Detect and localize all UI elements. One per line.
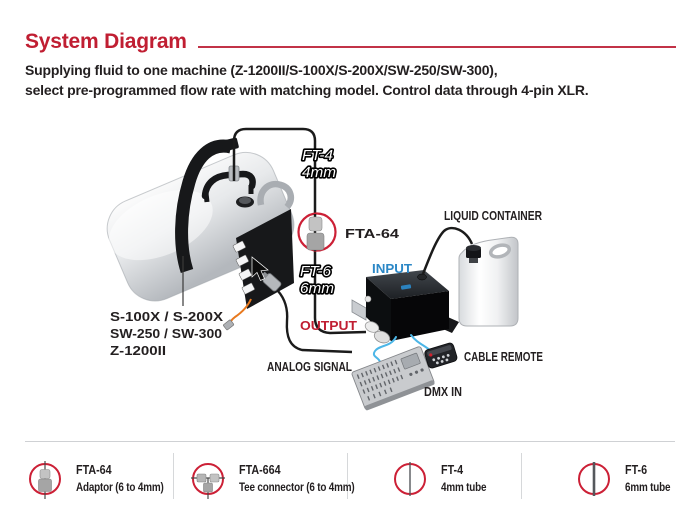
tube-6mm-icon	[578, 462, 610, 496]
page-title: System Diagram	[25, 30, 187, 53]
fta64-adaptor-callout	[297, 212, 337, 252]
label-models-2: SW-250 / SW-300	[110, 326, 222, 341]
label-cable-remote: CABLE REMOTE	[464, 349, 543, 364]
tube-4mm-icon	[394, 462, 426, 496]
label-models-1: S-100X / S-200X	[110, 309, 223, 324]
pump-output-connector	[364, 321, 380, 333]
legend-divider	[521, 453, 522, 499]
machine-strap	[175, 139, 233, 273]
label-liquid-container: LIQUID CONTAINER	[444, 208, 542, 223]
label-output: OUTPUT	[300, 318, 357, 333]
legend-item-ft4: FT-4 4mm tube	[390, 455, 494, 501]
label-ft4: FT-4	[302, 147, 333, 164]
tube-ft4	[232, 127, 317, 214]
container-tube	[421, 226, 474, 275]
cursor-arrow-icon	[251, 256, 269, 281]
pump-top-face	[366, 270, 449, 299]
orange-cable-connector	[223, 319, 235, 331]
pump-box	[351, 270, 459, 341]
pump-output-connector	[373, 330, 391, 344]
pump-left-bracket	[351, 299, 367, 321]
container-cap-top	[466, 245, 481, 251]
machine-rear-loop	[257, 180, 295, 210]
legend-code: FTA-664	[239, 462, 281, 477]
legend-code: FT-4	[441, 462, 464, 477]
legend-divider	[347, 453, 348, 499]
legend-separator	[25, 441, 675, 442]
container-neck	[469, 258, 478, 263]
tube-ft6	[313, 251, 367, 335]
pump-left-face	[366, 277, 391, 341]
label-fta64: FTA-64	[345, 226, 400, 241]
remote-led	[429, 353, 433, 357]
pump-input-port	[417, 273, 427, 281]
description-line-1: Supplying fluid to one machine (Z-1200II…	[25, 62, 498, 78]
remote-buttons	[432, 353, 450, 365]
legend-desc: Adaptor (6 to 4mm)	[76, 481, 164, 494]
handle-post	[203, 192, 210, 203]
strap-buckle	[221, 137, 239, 152]
description-line-2: select pre-programmed flow rate with mat…	[25, 82, 589, 98]
legend-item-fta664: FTA-664 Tee connector (6 to 4mm)	[188, 455, 373, 501]
fill-cap-knob-top	[239, 197, 251, 204]
pump-logo	[400, 284, 412, 290]
tee-connector-icon	[191, 463, 225, 499]
console-faders	[356, 359, 404, 401]
description: Supplying fluid to one machine (Z-1200II…	[25, 60, 589, 100]
dmx-console	[351, 346, 435, 411]
label-ft6-size: 6mm	[300, 280, 334, 297]
legend-divider	[173, 453, 174, 499]
pump-port-small	[364, 295, 372, 303]
machine-vent-slats	[232, 240, 255, 295]
liquid-container	[458, 236, 519, 327]
label-dmx-in: DMX IN	[424, 384, 462, 399]
legend-item-fta64: FTA-64 Adaptor (6 to 4mm)	[25, 455, 178, 501]
container-handle-hole	[488, 243, 512, 259]
cable-remote	[424, 342, 458, 369]
legend-code: FT-6	[625, 462, 648, 477]
label-input: INPUT	[372, 261, 412, 276]
label-analog-signal: ANALOG SIGNAL	[267, 359, 352, 374]
legend-desc: 4mm tube	[441, 481, 487, 494]
legend-code: FTA-64	[76, 462, 112, 477]
label-ft6: FT-6	[300, 263, 332, 280]
dmx-cable	[372, 336, 397, 363]
legend-desc: 6mm tube	[625, 481, 671, 494]
title-rule	[198, 46, 676, 48]
legend-item-ft6: FT-6 6mm tube	[574, 455, 678, 501]
console-screen	[400, 352, 421, 370]
legend-desc: Tee connector (6 to 4mm)	[239, 481, 355, 494]
analog-signal-cable	[277, 290, 353, 354]
pump-front-face	[391, 291, 449, 341]
label-ft4-size: 4mm	[302, 164, 336, 181]
adaptor-icon	[29, 461, 61, 499]
label-models-3: Z-1200II	[110, 343, 166, 358]
